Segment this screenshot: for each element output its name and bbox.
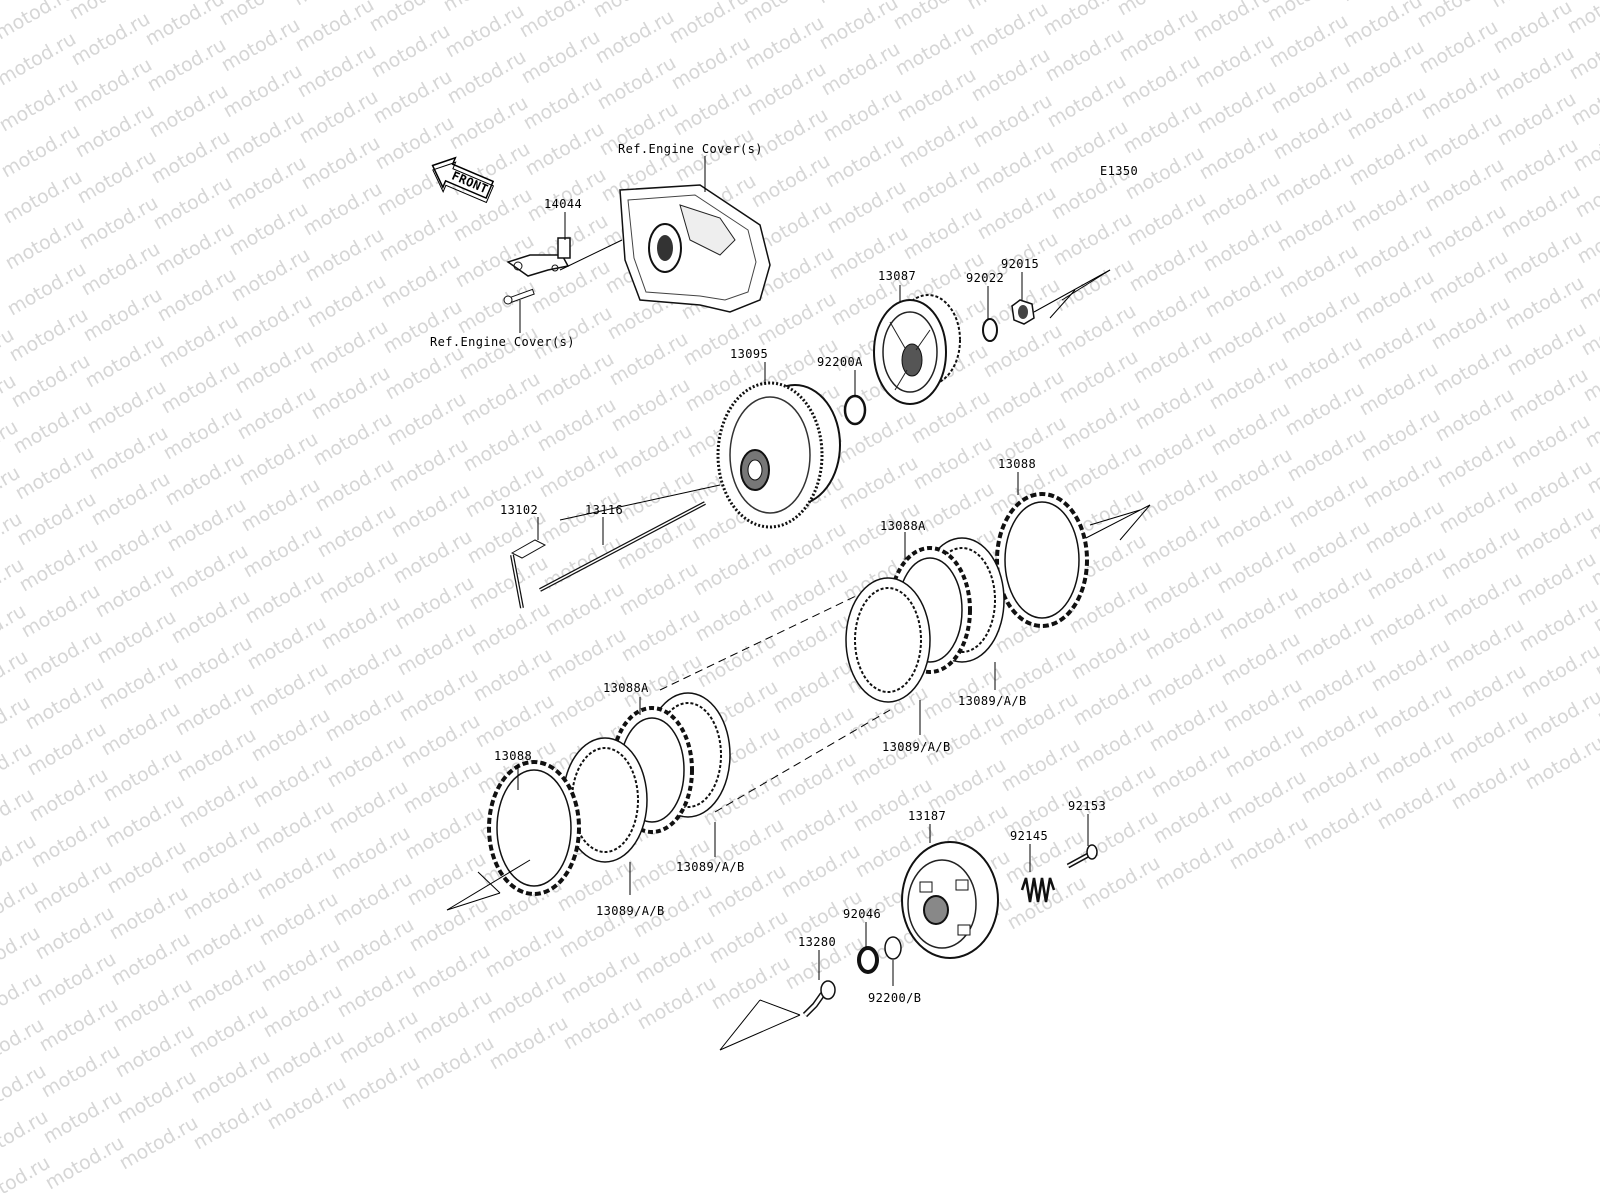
- callout-13095: 13095: [730, 347, 768, 361]
- bracket-14044-part: [506, 237, 571, 277]
- callout-13102: 13102: [500, 503, 538, 517]
- nut-92015-part: [1011, 299, 1035, 325]
- callout-92153: 92153: [1068, 799, 1106, 813]
- callout-13087: 13087: [878, 269, 916, 283]
- callout-ref-engine-cover-top: Ref.Engine Cover(s): [618, 142, 763, 156]
- callout-92145: 92145: [1010, 829, 1048, 843]
- friction-plate-13088-upper-part: [995, 492, 1089, 628]
- callout-14044: 14044: [544, 197, 582, 211]
- callout-13088-upper: 13088: [998, 457, 1036, 471]
- engine-cover-part: [619, 184, 771, 313]
- callout-13187: 13187: [908, 809, 946, 823]
- callout-92015: 92015: [1001, 257, 1039, 271]
- spring-92145-part: [1020, 877, 1056, 903]
- callout-13280: 13280: [798, 935, 836, 949]
- callout-92046: 92046: [843, 907, 881, 921]
- callout-92200a: 92200A: [817, 355, 863, 369]
- stack-guide-line: [659, 594, 859, 691]
- friction-plate-13088-lower-part: [487, 760, 581, 896]
- callout-13089-lower-left: 13089/A/B: [596, 904, 665, 918]
- pusher-13280-part: [802, 980, 836, 1018]
- axis-lines: [446, 239, 1151, 1051]
- callout-13088a-lower: 13088A: [603, 681, 649, 695]
- stack-guide-line: [714, 709, 891, 813]
- washer-92200b-part: [884, 936, 902, 960]
- bolt-part: [503, 288, 535, 305]
- callout-13089-upper-right: 13089/A/B: [958, 694, 1027, 708]
- callout-92022: 92022: [966, 271, 1004, 285]
- diagram-code: E1350: [1100, 164, 1138, 178]
- callout-13116: 13116: [585, 503, 623, 517]
- callout-13088-lower: 13088: [494, 749, 532, 763]
- bearing-92046-part: [857, 946, 879, 974]
- washer-92022-part: [982, 318, 998, 342]
- callout-13089-upper-mid: 13089/A/B: [882, 740, 951, 754]
- callout-92200b: 92200/B: [868, 991, 921, 1005]
- pressure-plate-13187-part: [901, 841, 999, 959]
- bolt-92153-part: [1066, 844, 1098, 869]
- release-lever-13102-part: [510, 539, 547, 609]
- steel-plate-13089-upper-mid-part: [845, 577, 931, 703]
- callout-13088a-upper: 13088A: [880, 519, 926, 533]
- housing-gear-13087-part: [873, 294, 961, 405]
- washer-92200a-part: [843, 394, 867, 426]
- callout-ref-engine-cover-bottom: Ref.Engine Cover(s): [430, 335, 575, 349]
- leader-lines: [517, 156, 1089, 986]
- clutch-hub-13095-part: [716, 381, 841, 529]
- callout-13089-lower-mid: 13089/A/B: [676, 860, 745, 874]
